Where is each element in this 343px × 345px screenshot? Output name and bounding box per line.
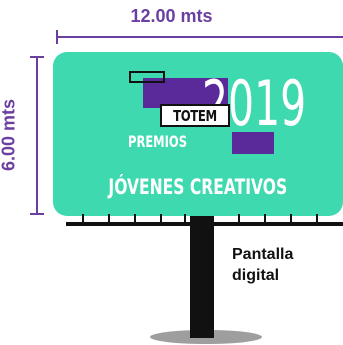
width-dimension-line bbox=[56, 36, 343, 38]
frame-tick bbox=[290, 214, 292, 224]
premios-text: PREMIOS bbox=[128, 132, 188, 151]
height-dimension-line bbox=[36, 56, 38, 214]
purple-block-right bbox=[232, 132, 274, 154]
caption: Pantalla digital bbox=[232, 244, 342, 286]
frame-tick bbox=[264, 214, 266, 224]
frame-tick bbox=[160, 214, 162, 224]
subtitle-text: JÓVENES CREATIVOS bbox=[53, 175, 343, 199]
frame-tick bbox=[134, 214, 136, 224]
frame-tick bbox=[82, 214, 84, 224]
frame-tick bbox=[184, 214, 186, 224]
height-dimension-label: 6.00 mts bbox=[0, 98, 19, 172]
totem-logo: TOTEM bbox=[160, 104, 230, 127]
width-dimension-label: 12.00 mts bbox=[130, 6, 213, 26]
totem-logo-text: TOTEM bbox=[173, 106, 217, 125]
subtitle-label: JÓVENES CREATIVOS bbox=[108, 175, 288, 199]
billboard-frame-bar bbox=[66, 222, 343, 226]
caption-line-1: Pantalla bbox=[232, 246, 294, 263]
caption-line-2: digital bbox=[232, 267, 280, 284]
outline-rectangle bbox=[129, 71, 165, 83]
billboard-post bbox=[190, 204, 214, 338]
purple-block-top bbox=[143, 78, 228, 108]
frame-tick bbox=[316, 214, 318, 224]
frame-tick bbox=[238, 214, 240, 224]
height-dimension-tick-bottom bbox=[30, 213, 44, 215]
frame-tick bbox=[108, 214, 110, 224]
